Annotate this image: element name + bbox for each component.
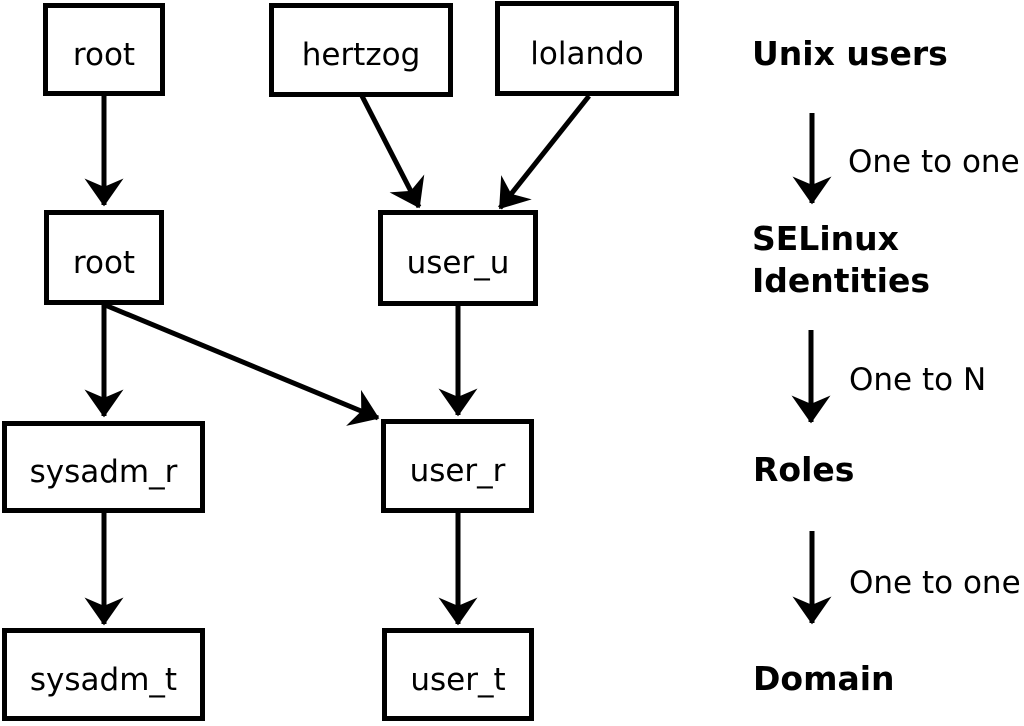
legend-level-selinux-identities: SELinux Identities [752,219,930,300]
legend-relation-one-to-one-1: One to one [848,144,1020,180]
node-sysadm-t: sysadm_t [2,628,205,721]
node-user-u: user_u [378,210,538,306]
node-user-t: user_t [382,628,534,721]
node-lolando: lolando [495,1,679,96]
edge-lolando-to-user-u [498,94,591,210]
edge-hertzog-to-user-u [359,94,425,209]
edge-root-selinux-to-user-r [104,302,380,426]
node-user-r: user_r [381,419,534,513]
legend-level-unix-users: Unix users [752,34,948,73]
node-hertzog: hertzog [269,3,453,97]
legend-relation-one-to-one-2: One to one [849,565,1021,601]
node-sysadm-r: sysadm_r [2,421,205,513]
legend-level-roles: Roles [753,450,855,489]
legend-level-domain: Domain [753,659,895,698]
legend-relation-one-to-n: One to N [849,362,987,398]
node-root-unix: root [43,3,165,96]
node-root-selinux: root [44,210,164,305]
